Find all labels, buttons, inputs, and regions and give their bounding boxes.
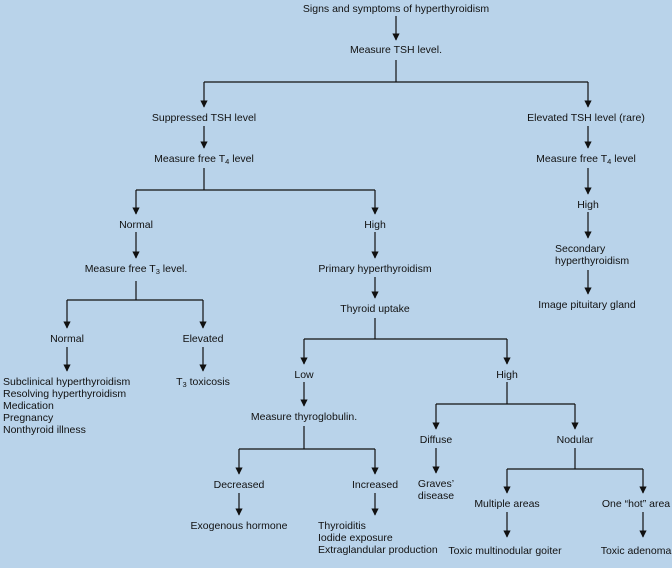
root-label: Signs and symptoms of hyperthyroidism (302, 3, 490, 15)
multiple-areas-label: Multiple areas (474, 498, 540, 510)
t3tox-sub: 3 (182, 380, 187, 389)
graves-disease-label: Graves’ disease (418, 478, 454, 502)
measure-free-t4-label: Measure free T4 level (154, 153, 254, 165)
increased-label: Increased (351, 479, 399, 491)
cause-item: Pregnancy (3, 412, 54, 424)
secondary-line: hyperthyroidism (555, 255, 630, 267)
elevated-tsh-label: Elevated TSH level (rare) (527, 112, 645, 124)
exogenous-hormone-label: Exogenous hormone (190, 520, 288, 532)
normal-t4-label: Normal (119, 219, 153, 231)
primary-hyperthyroidism-label: Primary hyperthyroidism (318, 263, 432, 275)
thyroid-uptake-label: Thyroid uptake (340, 303, 410, 315)
diffuse-label: Diffuse (419, 434, 453, 446)
measure-free-t4-right-label: Measure free T4 level (536, 153, 636, 165)
cause-item: Subclinical hyperthyroidism (3, 376, 131, 388)
t3tox-suffix: toxicosis (186, 376, 230, 388)
hot-area-label: One “hot” area (601, 498, 671, 510)
decreased-label: Decreased (213, 479, 265, 491)
measure-thyroglobulin-label: Measure thyroglobulin. (250, 411, 358, 423)
graves-line: Graves’ (417, 478, 455, 490)
measure-t3-prefix: Measure free T (84, 263, 156, 275)
normal-t3-label: Normal (50, 333, 84, 345)
measure-t3-sub: 3 (155, 267, 160, 276)
image-pituitary-label: Image pituitary gland (538, 299, 636, 311)
measure-t4-prefix: Measure free T (154, 153, 226, 165)
measure-t4r-prefix: Measure free T (536, 153, 608, 165)
t3tox-prefix: T (176, 376, 183, 388)
suppressed-tsh-label: Suppressed TSH level (151, 112, 257, 124)
toxic-multinodular-goiter-label: Toxic multinodular goiter (448, 545, 562, 557)
measure-t3-suffix: level. (159, 263, 188, 275)
measure-tsh-label: Measure TSH level. (349, 44, 443, 56)
measure-t4-suffix: level (229, 153, 254, 165)
normal-causes-list: Subclinical hyperthyroidism Resolving hy… (3, 376, 130, 436)
t3-toxicosis-label: T3 toxicosis (176, 376, 230, 388)
cause-item: Extraglandular production (318, 544, 438, 556)
high-t4-label: High (364, 219, 386, 231)
cause-item: Iodide exposure (318, 532, 393, 544)
measure-t4-sub: 4 (225, 157, 230, 166)
measure-t4r-sub: 4 (607, 157, 612, 166)
graves-line: disease (417, 490, 455, 502)
high-uptake-label: High (496, 369, 518, 381)
high-right-label: High (577, 199, 599, 211)
measure-free-t3-label: Measure free T3 level. (85, 263, 188, 275)
nodular-label: Nodular (556, 434, 594, 446)
secondary-hyperthyroidism-label: Secondary hyperthyroidism (555, 243, 629, 267)
cause-item: Thyroiditis (318, 520, 366, 532)
cause-item: Nonthyroid illness (3, 424, 86, 436)
secondary-line: Secondary (555, 243, 606, 255)
increased-causes-list: Thyroiditis Iodide exposure Extraglandul… (318, 520, 438, 556)
measure-t4r-suffix: level (611, 153, 636, 165)
cause-item: Medication (3, 400, 54, 412)
toxic-adenoma-label: Toxic adenoma (600, 545, 672, 557)
low-uptake-label: Low (294, 369, 314, 381)
cause-item: Resolving hyperthyroidism (3, 388, 127, 400)
elevated-t3-label: Elevated (182, 333, 224, 345)
